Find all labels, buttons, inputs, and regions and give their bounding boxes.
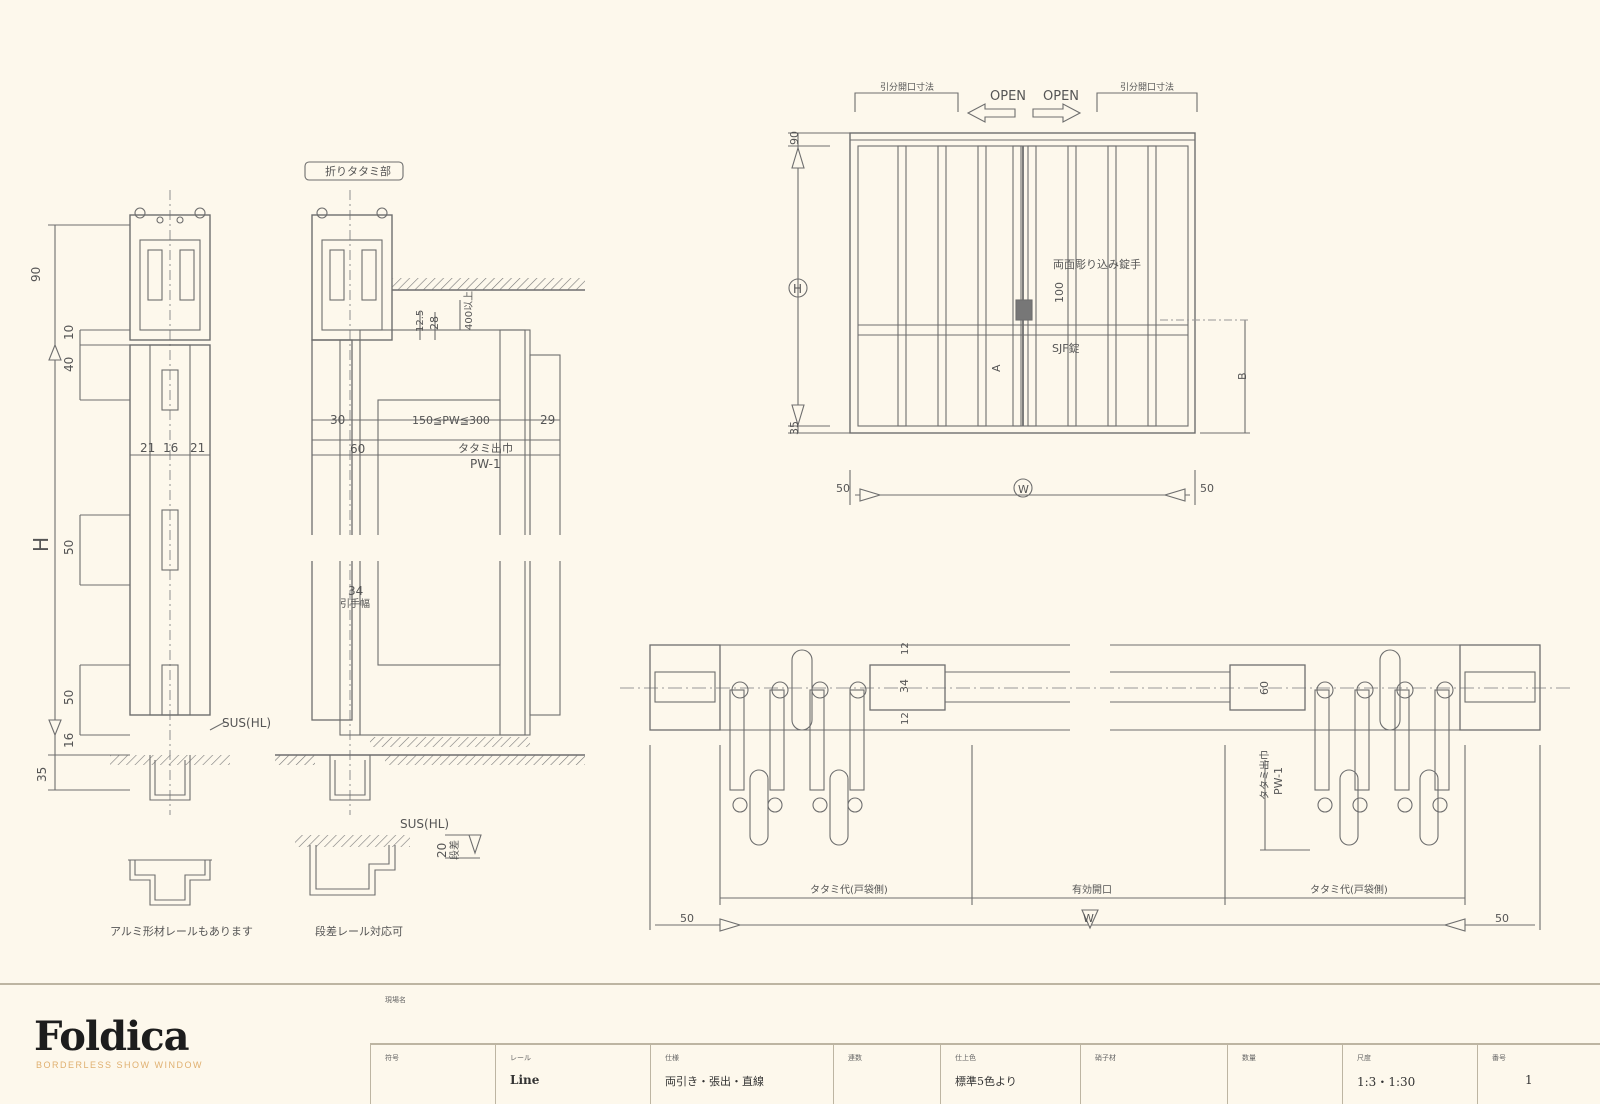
- mid-dim-30: 30: [330, 413, 345, 427]
- mid-section-tag: 折りタタミ部: [325, 164, 391, 178]
- mid-step-label: 段差: [448, 840, 461, 860]
- brand-tagline: BORDERLESS SHOW WINDOW: [36, 1060, 204, 1070]
- left-dim-16b: 16: [62, 733, 76, 748]
- divider: [1342, 1043, 1343, 1104]
- elev-note-right: 引分開口寸法: [1120, 81, 1174, 93]
- plan-section: [620, 644, 1570, 932]
- mid-dim-12-5: 12.5: [415, 310, 426, 332]
- divider: [650, 1043, 651, 1104]
- plan-circle-w: W: [1083, 912, 1094, 925]
- mid-fold-width-label: タタミ出巾: [458, 441, 513, 455]
- field-value-finish: 標準5色より: [955, 1075, 1017, 1088]
- left-dim-16: 16: [163, 441, 178, 455]
- plan-span-right: タタミ代(戸袋側): [1310, 883, 1388, 896]
- mid-sus-label: SUS(HL): [400, 817, 449, 831]
- mid-rail-caption: 段差レール対応可: [315, 924, 403, 938]
- plan-span-mid: 有効開口: [1072, 883, 1112, 896]
- elev-dim-35: 35: [788, 421, 801, 435]
- field-label-count: 連数: [848, 1054, 862, 1062]
- plan-span-left: タタミ代(戸袋側): [810, 883, 888, 896]
- mid-dim-60: 60: [350, 442, 365, 456]
- divider: [833, 1043, 834, 1104]
- divider: [1227, 1043, 1228, 1104]
- plan-dim-12a: 12: [900, 642, 911, 655]
- front-elevation: [788, 92, 1250, 505]
- mid-dim-pw-range: 150≦PW≦300: [412, 414, 490, 427]
- elev-lock-label: SJF錠: [1052, 341, 1080, 355]
- left-dim-21a: 21: [140, 441, 155, 455]
- title-block: Foldica BORDERLESS SHOW WINDOW 現場名 符号 レー…: [0, 983, 1600, 1104]
- elev-dim-50-left: 50: [836, 482, 850, 495]
- left-dim-90: 90: [29, 267, 43, 282]
- plan-dim-60: 60: [1258, 681, 1271, 695]
- brand-logo: Foldica: [34, 1013, 190, 1060]
- elev-open-left: OPEN: [990, 89, 1026, 104]
- elev-circle-h: H: [793, 282, 802, 296]
- plan-dim-50-right: 50: [1495, 912, 1509, 925]
- left-dim-50b: 50: [62, 690, 76, 705]
- middle-vertical-section: [275, 161, 590, 896]
- field-label-finish: 仕上色: [955, 1054, 976, 1062]
- divider: [370, 1043, 371, 1104]
- divider: [1477, 1043, 1478, 1104]
- left-dim-40: 40: [62, 357, 76, 372]
- field-label-code: 符号: [385, 1054, 399, 1062]
- field-value-scale: 1:3・1:30: [1357, 1075, 1416, 1089]
- elev-dim-90: 90: [788, 131, 801, 145]
- field-label-scale: 尺度: [1357, 1054, 1371, 1062]
- left-dim-35: 35: [35, 767, 49, 782]
- elev-label-a: A: [990, 364, 1003, 372]
- elev-label-b: B: [1236, 372, 1249, 380]
- mid-dim-20: 20: [435, 843, 449, 858]
- field-value-spec: 両引き・張出・直線: [665, 1075, 764, 1088]
- left-rail-caption: アルミ形材レールもあります: [110, 924, 253, 938]
- mid-fold-top: 400以上: [463, 291, 475, 330]
- plan-pw-label: PW-1: [1272, 767, 1285, 795]
- elev-circle-w: W: [1018, 483, 1029, 496]
- left-height-label: H: [29, 537, 53, 552]
- divider: [495, 1043, 496, 1104]
- technical-drawing: 90 10 40 21 16 21 50 50 16 35 H SUS(HL) …: [29, 81, 1570, 938]
- left-dim-10: 10: [62, 325, 76, 340]
- project-name-label: 現場名: [385, 996, 406, 1004]
- elev-open-right: OPEN: [1043, 89, 1079, 104]
- elev-dim-100: 100: [1053, 282, 1066, 303]
- plan-dim-34: 34: [898, 679, 911, 693]
- field-label-rail: レール: [510, 1054, 531, 1062]
- plan-dim-50-left: 50: [680, 912, 694, 925]
- field-label-glass: 硝子材: [1095, 1054, 1116, 1062]
- field-label-spec: 仕様: [665, 1054, 679, 1062]
- title-block-mid-rule: [370, 1043, 1600, 1045]
- elev-note-left: 引分開口寸法: [880, 81, 934, 93]
- left-vertical-section: [48, 190, 230, 906]
- left-dim-50a: 50: [62, 540, 76, 555]
- plan-dim-12b: 12: [900, 712, 911, 725]
- left-sus-label: SUS(HL): [222, 716, 271, 730]
- title-block-top-rule: [0, 983, 1600, 985]
- mid-pw-label: PW-1: [470, 457, 501, 471]
- plan-fold-width-label: タタミ出巾: [1258, 750, 1271, 800]
- elev-handle-label: 両面彫り込み錠手: [1053, 257, 1141, 271]
- divider: [1080, 1043, 1081, 1104]
- elev-dim-50-right: 50: [1200, 482, 1214, 495]
- field-label-number: 番号: [1492, 1054, 1506, 1062]
- mid-dim-34: 34: [348, 584, 363, 598]
- mid-dim-29: 29: [540, 413, 555, 427]
- field-value-rail: Line: [510, 1073, 540, 1087]
- mid-dim-28: 28: [428, 316, 441, 330]
- field-label-qty: 数量: [1242, 1054, 1256, 1062]
- left-dim-21b: 21: [190, 441, 205, 455]
- mid-handle-label: 引手幅: [340, 597, 370, 610]
- field-value-number: 1: [1525, 1073, 1533, 1087]
- divider: [940, 1043, 941, 1104]
